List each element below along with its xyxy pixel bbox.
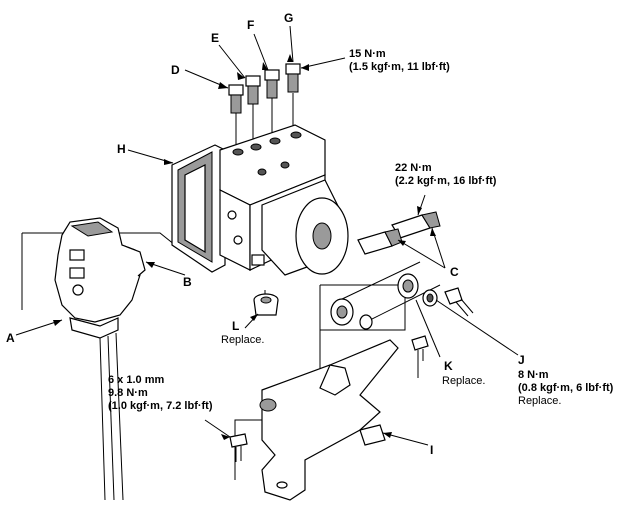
- l-replace-note: Replace.: [221, 334, 264, 346]
- flare-bolt-f: [264, 69, 280, 99]
- grommet-l: [253, 293, 279, 316]
- label-h: H: [117, 142, 126, 156]
- label-b: B: [183, 275, 192, 289]
- bracket-bolt-left: [229, 433, 248, 462]
- g-torque-line1: 15 N·m: [349, 48, 386, 60]
- bolt-torque-line1: 9.8 N·m: [108, 387, 148, 399]
- torque-notes: 15 N·m (1.5 kgf·m, 11 lbf·ft) 22 N·m (2.…: [108, 48, 614, 412]
- bolt-size-note: 6 x 1.0 mm: [108, 374, 164, 386]
- g-torque-line2: (1.5 kgf·m, 11 lbf·ft): [349, 61, 450, 73]
- bracket-bolt-right: [411, 335, 429, 362]
- j-torque-line1: 8 N·m: [518, 369, 549, 381]
- modulator-bracket: [229, 335, 429, 501]
- label-j: J: [518, 353, 525, 367]
- label-l: L: [232, 319, 239, 333]
- label-f: F: [247, 18, 254, 32]
- flare-bolts-top: [228, 63, 301, 114]
- label-g: G: [284, 11, 293, 25]
- mount-bushings: [253, 273, 474, 330]
- bushing-k: [397, 273, 419, 299]
- label-d: D: [171, 63, 180, 77]
- collar-j: [422, 289, 438, 307]
- flare-bolt-g: [285, 63, 301, 93]
- callout-labels: D E F G H B A C L K J I: [6, 11, 525, 457]
- bushing-mid: [330, 298, 373, 330]
- c-torque-line2: (2.2 kgf·m, 16 lbf·ft): [395, 175, 497, 187]
- bolt-j: [444, 287, 474, 317]
- j-replace-note: Replace.: [518, 395, 561, 407]
- label-i: I: [430, 443, 433, 457]
- j-torque-line2: (0.8 kgf·m, 6 lbf·ft): [518, 382, 614, 394]
- modulator-unit: [171, 124, 349, 276]
- label-k: K: [444, 359, 453, 373]
- harness-connector: [54, 217, 146, 501]
- label-a: A: [6, 331, 15, 345]
- label-e: E: [211, 31, 219, 45]
- bolt-torque-line2: (1.0 kgf·m, 7.2 lbf·ft): [108, 400, 213, 412]
- flare-bolts-side: [357, 211, 441, 255]
- k-replace-note: Replace.: [442, 375, 485, 387]
- leader-lines: [15, 25, 519, 446]
- c-torque-line1: 22 N·m: [395, 162, 432, 174]
- flare-bolt-d: [228, 84, 244, 114]
- label-c: C: [450, 265, 459, 279]
- flare-bolt-e: [245, 75, 261, 105]
